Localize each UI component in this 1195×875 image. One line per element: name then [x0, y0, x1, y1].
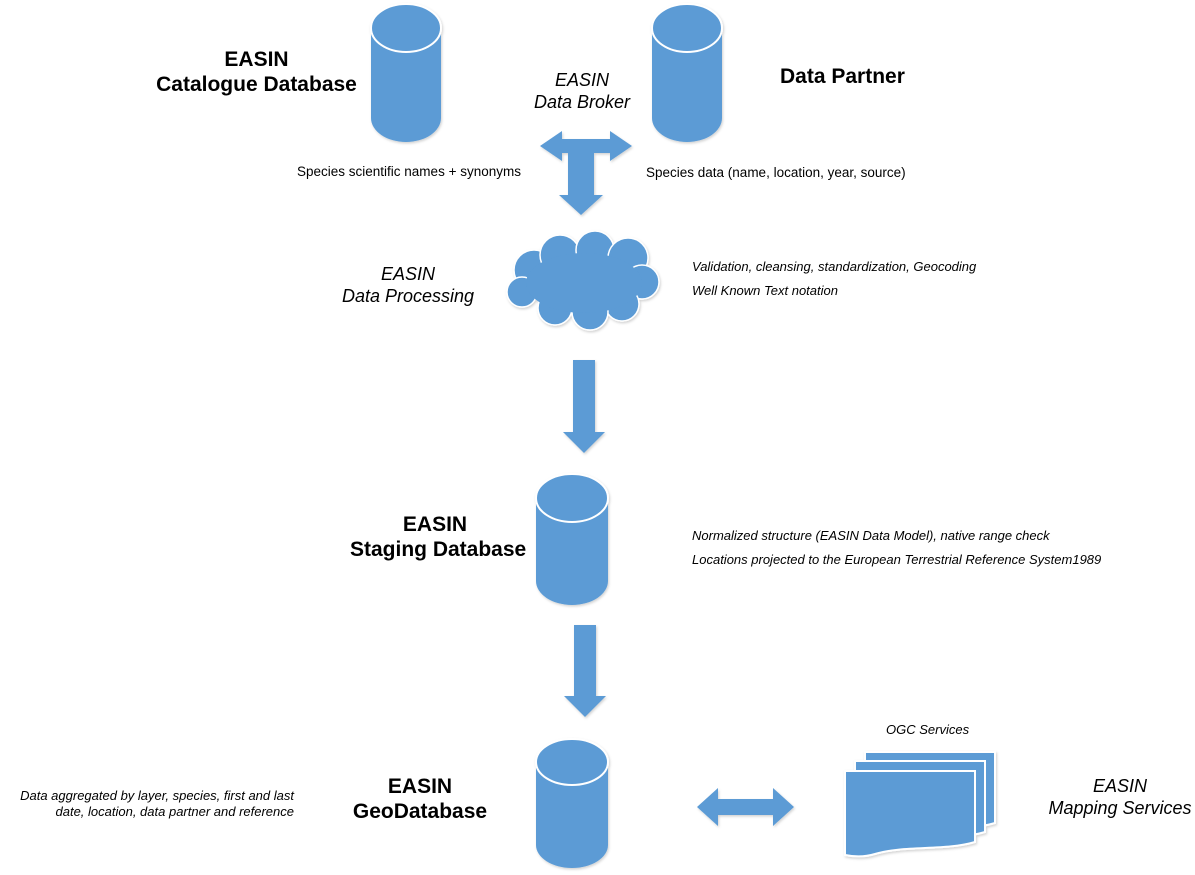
down-arrow-processing-to-staging — [563, 360, 605, 453]
staging-database-cylinder — [535, 473, 609, 605]
mapping-title-line2: Mapping Services — [1048, 797, 1192, 818]
data-partner-cylinder — [651, 3, 723, 142]
processing-title-line2: Data Processing — [341, 285, 475, 306]
ogc-services-documents — [844, 751, 996, 858]
catalogue-database-label: EASIN Catalogue Database — [154, 47, 359, 97]
data-broker-label: EASIN Data Broker — [528, 70, 636, 113]
data-processing-cloud — [506, 230, 660, 331]
staging-database-label: EASIN Staging Database — [350, 512, 527, 562]
geodatabase-cylinder — [535, 738, 609, 868]
geodatabase-mapping-double-arrow — [697, 788, 794, 826]
processing-title-line1: EASIN — [380, 264, 436, 284]
data-broker-arrow — [540, 131, 632, 215]
data-partner-note: Species data (name, location, year, sour… — [646, 165, 906, 180]
geodatabase-note-1: Data aggregated by layer, species, first… — [20, 788, 294, 803]
data-partner-label: Data Partner — [780, 65, 905, 88]
catalogue-note: Species scientific names + synonyms — [297, 164, 521, 179]
processing-note-1: Validation, cleansing, standardization, … — [692, 259, 977, 274]
ogc-services-label: OGC Services — [886, 722, 970, 737]
catalogue-title-line2: Catalogue Database — [156, 73, 357, 97]
geodatabase-note: Data aggregated by layer, species, first… — [0, 788, 294, 819]
geodatabase-note-2: date, location, data partner and referen… — [55, 803, 295, 819]
catalogue-database-cylinder — [370, 3, 442, 142]
mapping-title-line1: EASIN — [1092, 776, 1148, 796]
catalogue-title-line1: EASIN — [224, 48, 289, 71]
geodatabase-label: EASIN GeoDatabase — [350, 774, 490, 824]
mapping-services-label: EASIN Mapping Services — [1046, 776, 1194, 819]
staging-title-line1: EASIN — [402, 513, 468, 536]
broker-title-line2: Data Broker — [533, 91, 631, 112]
down-arrow-staging-to-geodatabase — [564, 625, 606, 717]
staging-title-line2: Staging Database — [350, 538, 527, 562]
staging-note-1: Normalized structure (EASIN Data Model),… — [692, 528, 1050, 543]
geodatabase-title-line1: EASIN — [387, 775, 453, 798]
broker-title-line1: EASIN — [554, 70, 610, 90]
staging-note-2: Locations projected to the European Terr… — [692, 552, 1102, 567]
processing-note-2: Well Known Text notation — [692, 283, 838, 298]
geodatabase-title-line2: GeoDatabase — [352, 800, 488, 824]
data-processing-label: EASIN Data Processing — [338, 264, 478, 307]
